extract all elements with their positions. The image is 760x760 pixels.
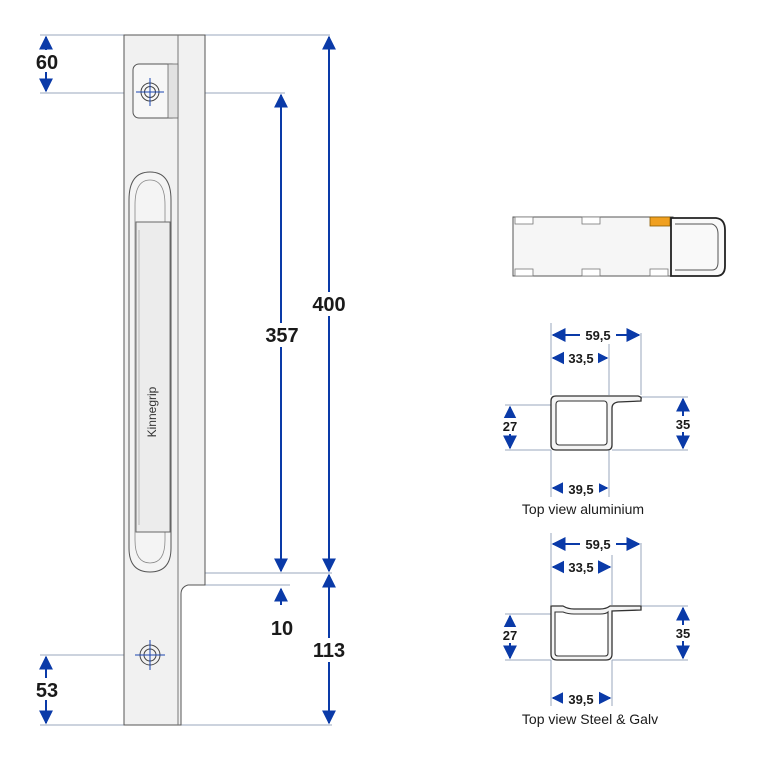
alu-dim-label-left-height: 27 bbox=[503, 419, 517, 434]
side-slot-5 bbox=[649, 268, 669, 277]
alu-dim-label-inner-width: 33,5 bbox=[568, 351, 593, 366]
dim-label-113: 113 bbox=[313, 640, 345, 662]
dim-label-60: 60 bbox=[36, 52, 58, 74]
side-grip-inner bbox=[675, 223, 719, 271]
alu-dim-label-outer-width: 59,5 bbox=[585, 328, 610, 343]
steel-label-bg-39 bbox=[563, 691, 599, 707]
side-slot-3 bbox=[514, 268, 534, 277]
alu-label-bg-27 bbox=[499, 418, 521, 434]
alu-profile-hollow bbox=[555, 400, 608, 446]
alu-label-bg-39 bbox=[563, 481, 599, 497]
dim-label-357: 357 bbox=[265, 325, 298, 347]
profile-aluminium: 59,5 33,5 27 35 39,5 Top view aluminium bbox=[499, 323, 694, 517]
side-flange bbox=[177, 34, 206, 726]
steel-label-bg-33 bbox=[564, 559, 598, 575]
front-view: Kinnegrip 60 357 400 10 113 53 bbox=[32, 34, 350, 726]
steel-caption: Top view Steel & Galv bbox=[522, 711, 658, 727]
label-bg-113 bbox=[308, 638, 350, 662]
dim-label-400: 400 bbox=[312, 294, 345, 316]
steel-dim-label-left-height: 27 bbox=[503, 628, 517, 643]
grip-bar bbox=[135, 221, 171, 533]
label-bg-400 bbox=[308, 292, 350, 316]
label-bg-60 bbox=[32, 50, 62, 72]
label-bg-53 bbox=[32, 678, 62, 700]
alu-label-bg-59 bbox=[580, 327, 616, 343]
alu-caption: Top view aluminium bbox=[522, 501, 644, 517]
top-pocket-side bbox=[167, 63, 179, 119]
side-view-body bbox=[512, 216, 674, 277]
alu-label-bg-33 bbox=[564, 350, 598, 366]
dim-label-53: 53 bbox=[36, 680, 58, 702]
side-slot-2 bbox=[581, 216, 601, 225]
alu-dim-label-right-height: 35 bbox=[676, 417, 690, 432]
profile-steel: 59,5 33,5 27 35 39,5 Top view Steel & Ga… bbox=[499, 533, 694, 727]
side-grip-end bbox=[670, 217, 726, 277]
orange-insert bbox=[649, 216, 671, 227]
steel-dim-label-inner-width: 33,5 bbox=[568, 560, 593, 575]
steel-label-bg-59 bbox=[580, 536, 616, 552]
alu-dim-label-bottom-width: 39,5 bbox=[568, 482, 593, 497]
grip-recess-inner bbox=[134, 179, 166, 564]
brand-label: Kinnegrip bbox=[145, 386, 159, 437]
alu-label-bg-35 bbox=[672, 416, 694, 432]
steel-dim-label-bottom-width: 39,5 bbox=[568, 692, 593, 707]
side-slot-1 bbox=[514, 216, 534, 225]
side-slot-4 bbox=[581, 268, 601, 277]
steel-dim-label-right-height: 35 bbox=[676, 626, 690, 641]
side-view bbox=[512, 216, 726, 277]
label-bg-357 bbox=[262, 323, 302, 347]
dim-label-10: 10 bbox=[271, 618, 293, 640]
steel-profile-hollow bbox=[554, 610, 609, 657]
steel-label-bg-35 bbox=[672, 625, 694, 641]
steel-dim-label-outer-width: 59,5 bbox=[585, 537, 610, 552]
steel-label-bg-27 bbox=[499, 627, 521, 643]
